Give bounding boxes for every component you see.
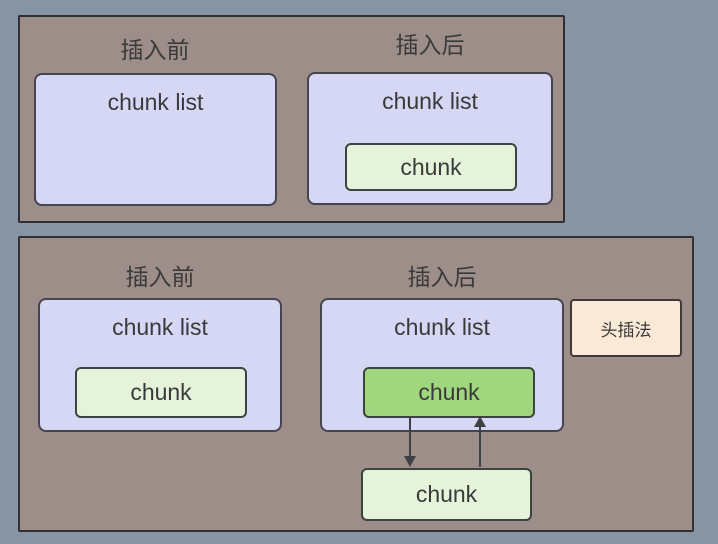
bottom-after-inserted-chunk: chunk bbox=[363, 367, 535, 418]
chunk-label: chunk bbox=[130, 379, 192, 405]
top-after-label: 插入后 bbox=[395, 32, 465, 58]
bottom-before-label: 插入前 bbox=[125, 264, 195, 290]
chunk-label: chunk bbox=[418, 379, 480, 405]
bottom-before-chunk: chunk bbox=[75, 367, 247, 418]
chunk-label: chunk bbox=[400, 153, 462, 180]
arrow-down-head-icon bbox=[404, 456, 416, 467]
top-before-label: 插入前 bbox=[120, 37, 190, 63]
head-insertion-label: 头插法 bbox=[600, 320, 652, 340]
top-before-chunk-list: chunk list bbox=[34, 73, 277, 206]
bottom-after-label: 插入后 bbox=[407, 264, 477, 290]
arrow-up-head-icon bbox=[474, 416, 486, 427]
bottom-after-chunk-list: chunk list chunk bbox=[320, 298, 564, 432]
arrow-down-line bbox=[409, 416, 411, 458]
chunk-list-label: chunk list bbox=[382, 88, 478, 114]
bottom-before-chunk-list: chunk list chunk bbox=[38, 298, 282, 432]
top-panel: 插入前 插入后 chunk list chunk list chunk bbox=[18, 15, 565, 223]
arrow-up-line bbox=[479, 426, 481, 467]
top-after-chunk-list: chunk list chunk bbox=[307, 72, 553, 205]
chunk-list-label: chunk list bbox=[112, 314, 208, 340]
chunk-list-label: chunk list bbox=[394, 314, 490, 340]
chunk-label: chunk bbox=[415, 481, 478, 507]
head-insertion-note: 头插法 bbox=[570, 299, 682, 357]
chunk-list-label: chunk list bbox=[107, 89, 204, 115]
top-after-chunk: chunk bbox=[345, 143, 517, 191]
bottom-after-outside-chunk: chunk bbox=[361, 468, 532, 521]
bottom-panel: 插入前 插入后 chunk list chunk chunk list chun… bbox=[18, 236, 694, 532]
